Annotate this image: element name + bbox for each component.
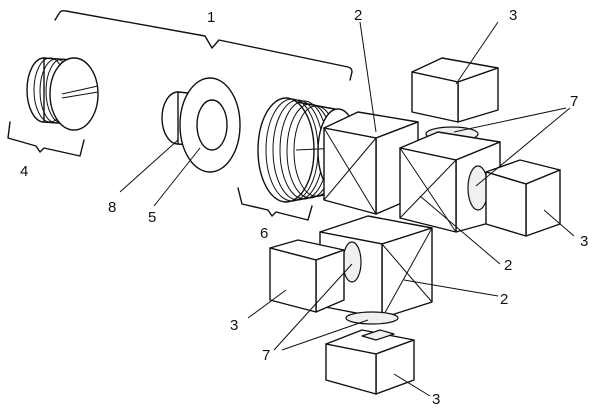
label-7-right: 7 [570, 93, 578, 110]
bracket-part-6 [237, 187, 313, 221]
label-2-right: 2 [504, 257, 512, 274]
label-3-left: 3 [230, 317, 238, 334]
detector-block-top [411, 57, 499, 123]
bracket-part-4 [7, 121, 85, 157]
label-3-bottom: 3 [432, 391, 440, 408]
label-4: 4 [20, 163, 28, 180]
label-2-bottom: 2 [500, 291, 508, 308]
leader-lines [119, 21, 575, 397]
detector-block-left [269, 239, 345, 313]
detector-block-bottom [325, 329, 415, 395]
part-labels: 1 2 2 2 3 3 3 3 4 5 6 7 7 8 [20, 7, 588, 408]
label-6: 6 [260, 225, 268, 242]
label-5: 5 [148, 209, 156, 226]
detector-block-right [485, 159, 561, 237]
washer-part-5 [179, 77, 241, 173]
label-2-top: 2 [354, 7, 362, 24]
label-3-top: 3 [509, 7, 517, 24]
label-8: 8 [108, 199, 116, 216]
label-1: 1 [207, 9, 215, 26]
label-3-right: 3 [580, 233, 588, 250]
bracket-group-1 [54, 9, 353, 81]
label-7-bottom: 7 [262, 347, 270, 364]
prism-cube-right [399, 126, 501, 233]
plug-part-4 [26, 57, 99, 131]
